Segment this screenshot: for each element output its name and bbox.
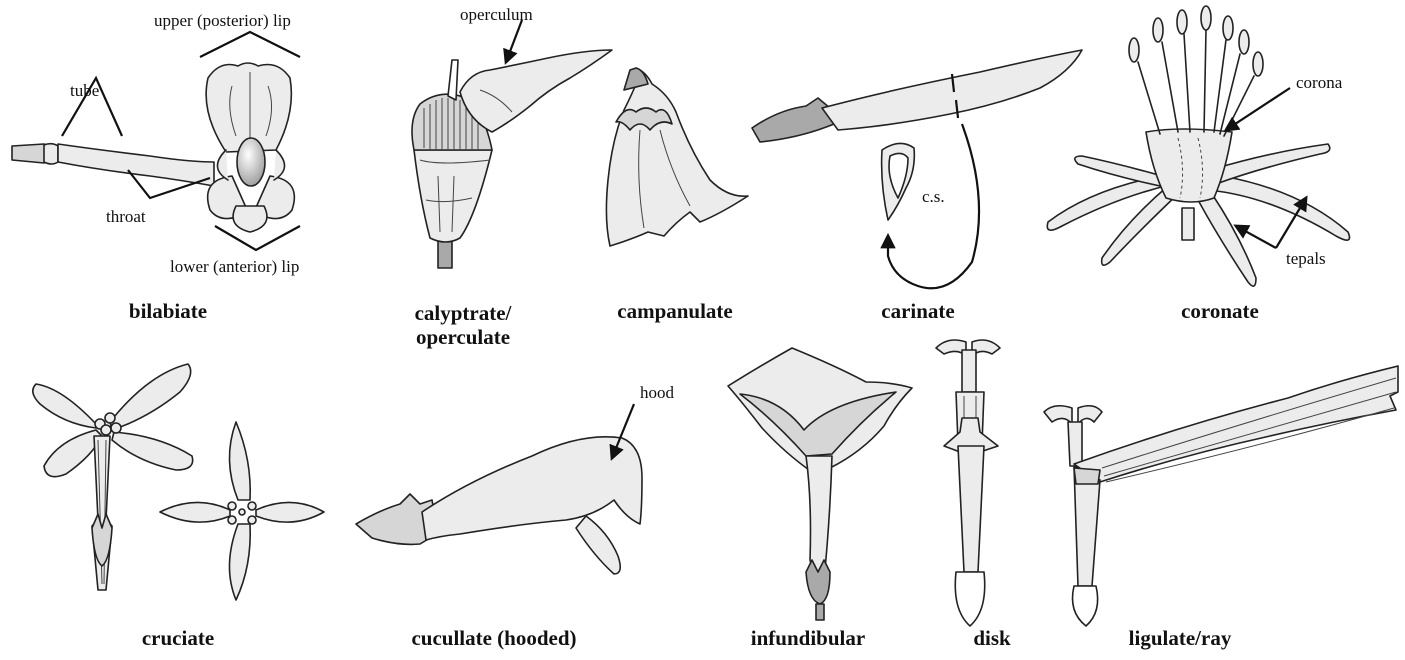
caption-bilabiate: bilabiate [129, 299, 207, 323]
caption-campanulate: campanulate [617, 299, 733, 323]
corona-label: corona [1296, 73, 1343, 92]
upper-lip-label: upper (posterior) lip [154, 11, 291, 30]
caption-ligulate: ligulate/ray [1129, 626, 1232, 650]
ligulate-figure [1044, 366, 1398, 626]
tepals-label: tepals [1286, 249, 1326, 268]
hood-label: hood [640, 383, 675, 402]
carinate-figure: c.s. [752, 50, 1082, 288]
infundibular-figure [728, 348, 912, 620]
caption-infundibular: infundibular [751, 626, 865, 650]
caption-cruciate: cruciate [142, 626, 214, 650]
caption-calyptrate-1: calyptrate/ [415, 301, 513, 325]
operculum-label: operculum [460, 5, 533, 24]
campanulate-figure [606, 68, 748, 246]
calyptrate-figure: operculum [412, 5, 612, 268]
cruciate-figure [33, 364, 324, 600]
caption-carinate: carinate [881, 299, 954, 323]
caption-coronate: coronate [1181, 299, 1259, 323]
caption-calyptrate-2: operculate [416, 325, 510, 349]
caption-cucullate: cucullate (hooded) [411, 626, 576, 650]
cs-label: c.s. [922, 187, 945, 206]
tube-label: tube [70, 81, 99, 100]
caption-disk: disk [973, 626, 1011, 650]
upper-lip-bracket [200, 32, 300, 57]
disk-figure [936, 340, 1000, 626]
bilabiate-figure: upper (posterior) lip tube throat lower … [12, 11, 300, 276]
cucullate-figure: hood [356, 383, 675, 574]
throat-label: throat [106, 207, 146, 226]
coronate-figure: corona tepals [1047, 6, 1349, 286]
lower-lip-label: lower (anterior) lip [170, 257, 299, 276]
